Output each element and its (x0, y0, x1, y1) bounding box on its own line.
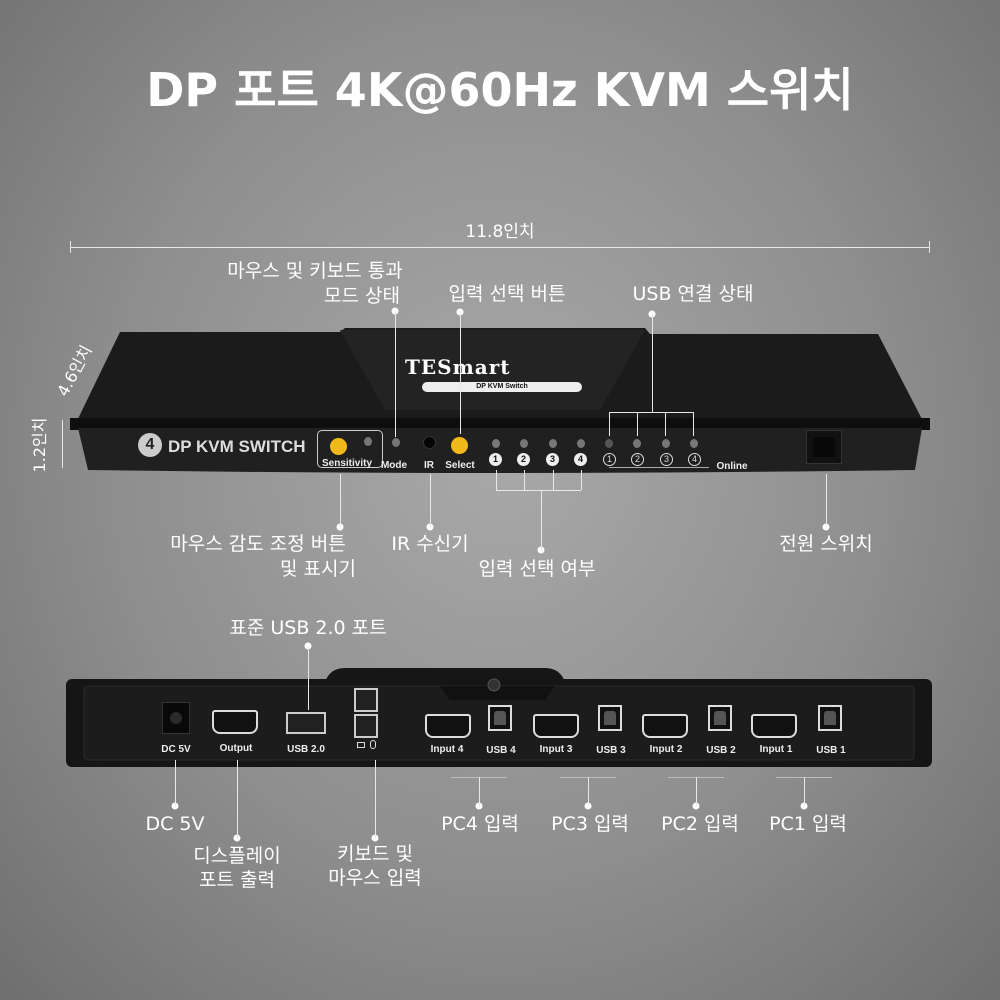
mouse-icon (370, 740, 376, 749)
online-led-2 (633, 439, 641, 448)
dc-label: DC 5V (161, 744, 191, 755)
power-switch-rocker (813, 437, 835, 457)
dp-input-1-port (751, 714, 797, 738)
callout-kbm-1: 키보드 및 (337, 843, 413, 865)
brand-subtitle: DP KVM Switch (422, 382, 582, 392)
online-number-3: 3 (660, 453, 673, 466)
input-number-3: 3 (546, 453, 559, 466)
mode-label: Mode (380, 460, 408, 471)
dimension-tick (70, 241, 71, 253)
input-led-1 (492, 439, 500, 448)
callout-kbm-2: 마우스 입력 (328, 867, 422, 889)
callout-usb20: 표준 USB 2.0 포트 (229, 617, 387, 639)
input-1-label: Input 1 (759, 744, 793, 755)
input-number-4: 4 (574, 453, 587, 466)
width-label: 11.8인치 (465, 222, 535, 242)
callout-power: 전원 스위치 (779, 533, 873, 555)
sensitivity-button[interactable] (330, 438, 347, 455)
input-led-3 (549, 439, 557, 448)
output-label: Output (219, 743, 253, 754)
width-dimension-line (70, 247, 930, 248)
mouse-usb-port (354, 714, 378, 738)
front-device-body (70, 328, 930, 473)
usb-3-label: USB 3 (596, 745, 626, 756)
online-number-2: 2 (631, 453, 644, 466)
height-dimension-line (62, 420, 63, 468)
callout-display-1: 디스플레이 (193, 845, 281, 867)
dp-input-4-port (425, 714, 471, 738)
select-button[interactable] (451, 437, 468, 454)
input-3-label: Input 3 (539, 744, 573, 755)
usb-1-label: USB 1 (816, 745, 846, 756)
callout-sensitivity-2: 및 표시기 (280, 558, 356, 580)
usb-4-label: USB 4 (486, 745, 516, 756)
keyboard-usb-port (354, 688, 378, 712)
input-2-label: Input 2 (649, 744, 683, 755)
online-label: Online (716, 461, 748, 472)
keyboard-icon (357, 742, 365, 748)
usb-b-2-port (708, 705, 732, 731)
input-number-1: 1 (489, 453, 502, 466)
dc-jack (162, 702, 190, 734)
callout-mode-status-1: 마우스 및 키보드 통과 (227, 260, 403, 282)
online-led-4 (690, 439, 698, 448)
dp-input-3-port (533, 714, 579, 738)
callout-sensitivity-1: 마우스 감도 조정 버튼 (170, 533, 346, 555)
power-switch[interactable] (806, 430, 842, 464)
usb-b-1-port (818, 705, 842, 731)
callout-input-selected: 입력 선택 여부 (478, 558, 596, 580)
callout-display-2: 포트 출력 (199, 869, 275, 891)
usb-2-label: USB 2 (706, 745, 736, 756)
callout-ir: IR 수신기 (391, 533, 469, 555)
callout-select-button: 입력 선택 버튼 (448, 283, 566, 305)
input-led-2 (520, 439, 528, 448)
usb-b-4-port (488, 705, 512, 731)
online-underline (609, 467, 709, 468)
online-led-3 (662, 439, 670, 448)
dimension-tick (929, 241, 930, 253)
online-number-4: 4 (688, 453, 701, 466)
input-led-4 (577, 439, 585, 448)
back-device-body (66, 668, 932, 767)
online-led-1 (605, 439, 613, 448)
sensitivity-label: Sensitivity (321, 458, 373, 469)
callout-pc2: PC2 입력 (661, 813, 739, 835)
callout-dc: DC 5V (145, 813, 205, 835)
callout-mode-status-2: 모드 상태 (324, 285, 400, 307)
usb20-label: USB 2.0 (287, 744, 325, 755)
model-label: DP KVM SWITCH (168, 437, 306, 456)
usb-b-3-port (598, 705, 622, 731)
input-4-label: Input 4 (430, 744, 464, 755)
online-number-1: 1 (603, 453, 616, 466)
callout-pc4: PC4 입력 (441, 813, 519, 835)
dp-input-2-port (642, 714, 688, 738)
brand-logo: TESmart (405, 355, 511, 379)
input-number-2: 2 (517, 453, 530, 466)
select-label: Select (445, 460, 475, 471)
callout-usb-status: USB 연결 상태 (632, 283, 754, 305)
ir-label: IR (424, 460, 434, 471)
callout-pc3: PC3 입력 (551, 813, 629, 835)
ir-receiver (423, 436, 436, 449)
mode-led (392, 438, 400, 447)
page-title: DP 포트 4K@60Hz KVM 스위치 (146, 63, 854, 117)
usb20-port (286, 712, 326, 734)
sensitivity-led (364, 437, 372, 446)
sensitivity-box (317, 430, 383, 468)
model-badge: 4 (138, 433, 162, 457)
dp-output-port (212, 710, 258, 734)
callout-pc1: PC1 입력 (769, 813, 847, 835)
